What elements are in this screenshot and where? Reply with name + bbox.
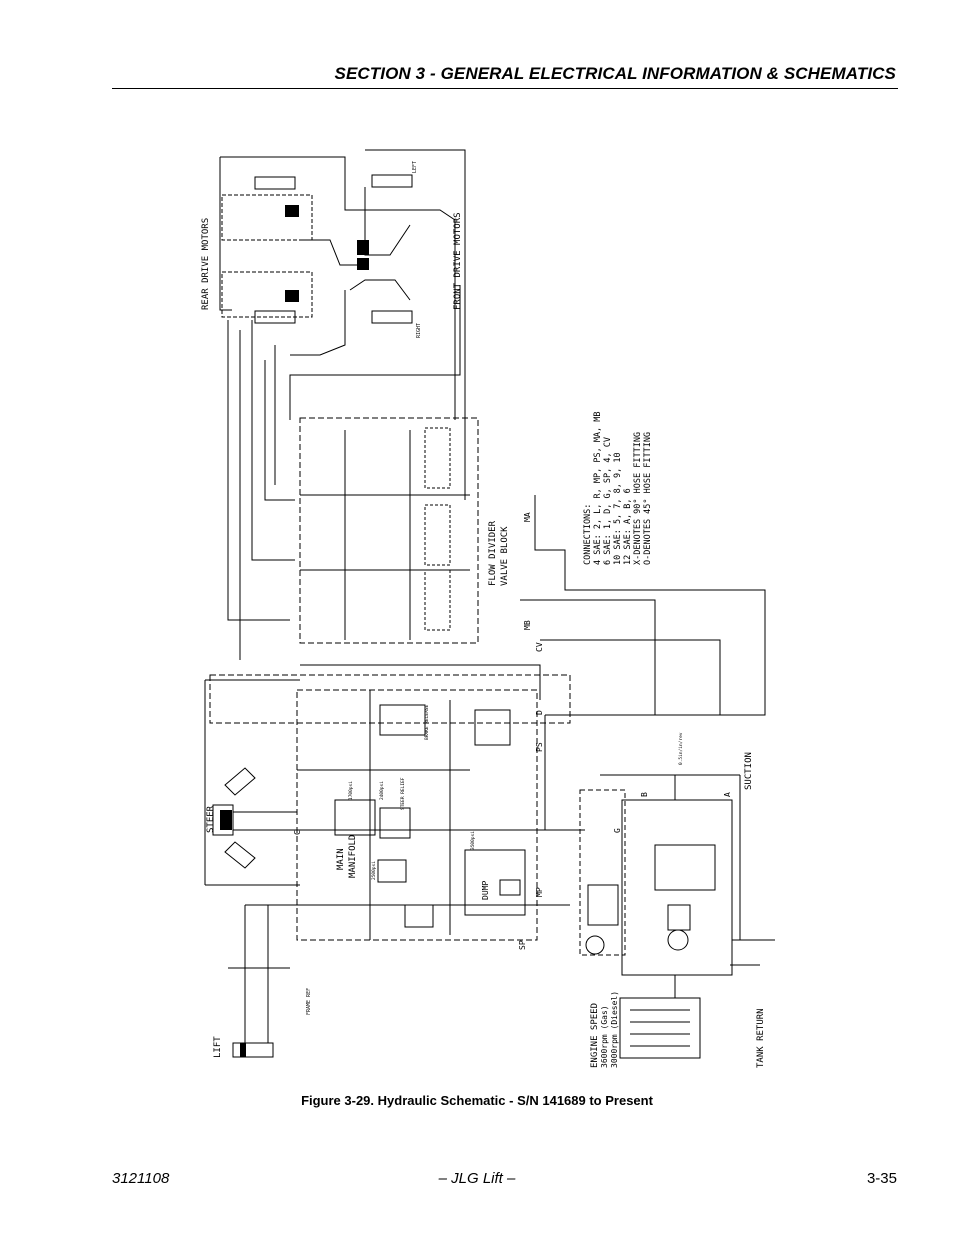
rear-motor-lower bbox=[221, 271, 313, 318]
main-manifold-block bbox=[296, 689, 538, 941]
tank-return-label: TANK RETURN bbox=[756, 1008, 766, 1068]
hydraulic-schematic: REAR DRIVE MOTORS FRONT DRIVE MOTORS LEF… bbox=[201, 149, 775, 1068]
pump-assembly bbox=[621, 799, 733, 976]
flow-divider-label: FLOW DIVIDER bbox=[488, 520, 498, 586]
steer-cylinder bbox=[212, 804, 234, 836]
port-mp: MP bbox=[535, 887, 544, 897]
doc-number: 3121108 bbox=[112, 1170, 170, 1187]
top-line bbox=[220, 156, 456, 420]
relief-2500: 2500psi bbox=[371, 861, 377, 880]
port-ma: MA bbox=[523, 512, 532, 522]
relief-3500: 3500psi bbox=[470, 831, 476, 850]
engine-speed-diesel: 3000rpm (Diesel) bbox=[610, 991, 619, 1068]
svg-text:4 SAE: 2, L, R, MP, PS, MA, MB: 4 SAE: 2, L, R, MP, PS, MA, MB bbox=[593, 411, 603, 565]
port-ps: PS bbox=[535, 742, 544, 752]
motor-symbols bbox=[254, 174, 413, 324]
port-sp: SP bbox=[518, 940, 527, 950]
flow-divider-block bbox=[299, 417, 479, 644]
port-a: A bbox=[723, 792, 732, 797]
relief-2400: 2400psi bbox=[379, 781, 385, 800]
right-label: RIGHT bbox=[416, 323, 422, 338]
front-drive-motors-label: FRONT DRIVE MOTORS bbox=[453, 212, 463, 310]
rear-drive-motors-label: REAR DRIVE MOTORS bbox=[201, 218, 211, 310]
steer-relief-label: STEER RELIEF bbox=[400, 777, 406, 810]
svg-text:O-DENOTES 45° HOSE FITTING: O-DENOTES 45° HOSE FITTING bbox=[643, 432, 653, 565]
dump-label: DUMP bbox=[481, 881, 490, 900]
steer-label: STEER bbox=[206, 805, 216, 833]
port-g: G bbox=[613, 828, 622, 833]
frame-ref-label: FRAME REF bbox=[306, 988, 312, 1015]
manifold-label: MANIFOLD bbox=[348, 835, 358, 878]
port-c: C bbox=[293, 830, 302, 835]
engine-speed-gas: 3600rpm (Gas) bbox=[600, 1005, 609, 1068]
brake-release-label: BRAKE RELEASE bbox=[424, 704, 430, 740]
svg-text:CONNECTIONS:: CONNECTIONS: bbox=[583, 504, 593, 565]
lift-cylinder bbox=[232, 1042, 274, 1058]
figure-caption: Figure 3-29. Hydraulic Schematic - S/N 1… bbox=[301, 1093, 653, 1108]
valve-block-label: VALVE BLOCK bbox=[500, 526, 510, 586]
svg-text:X-DENOTES 90° HOSE FITTING: X-DENOTES 90° HOSE FITTING bbox=[633, 432, 643, 565]
svg-text:12 SAE: A, B, 6: 12 SAE: A, B, 6 bbox=[623, 488, 633, 565]
engine-block bbox=[619, 997, 701, 1059]
return-line bbox=[219, 157, 232, 311]
main-label: MAIN bbox=[336, 848, 346, 870]
footer-center: – JLG Lift – bbox=[438, 1170, 516, 1187]
section-title: SECTION 3 - GENERAL ELECTRICAL INFORMATI… bbox=[334, 64, 896, 83]
case-drain-label: 0.5in/in/rev bbox=[678, 732, 684, 765]
lift-label: LIFT bbox=[213, 1036, 223, 1058]
port-mb: MB bbox=[523, 620, 532, 630]
rear-motor-upper bbox=[221, 194, 313, 241]
port-d: D bbox=[535, 710, 544, 715]
port-cv: CV bbox=[535, 642, 544, 652]
port-b: B bbox=[640, 792, 649, 797]
page-number: 3-35 bbox=[866, 1170, 897, 1187]
svg-text:10 SAE: 5, 7, 8, 9, 10: 10 SAE: 5, 7, 8, 9, 10 bbox=[613, 452, 623, 565]
left-label: LEFT bbox=[412, 161, 418, 173]
svg-text:6 SAE: 1, D, G, SP, 4, CV: 6 SAE: 1, D, G, SP, 4, CV bbox=[603, 437, 613, 565]
header-rule bbox=[112, 88, 898, 89]
engine-speed-label: ENGINE SPEED bbox=[590, 1003, 600, 1068]
suction-label: SUCTION bbox=[744, 752, 754, 790]
relief-1700: 1700psi bbox=[348, 781, 354, 800]
front-line bbox=[365, 149, 466, 500]
connections-note: CONNECTIONS: 4 SAE: 2, L, R, MP, PS, MA,… bbox=[583, 411, 653, 565]
